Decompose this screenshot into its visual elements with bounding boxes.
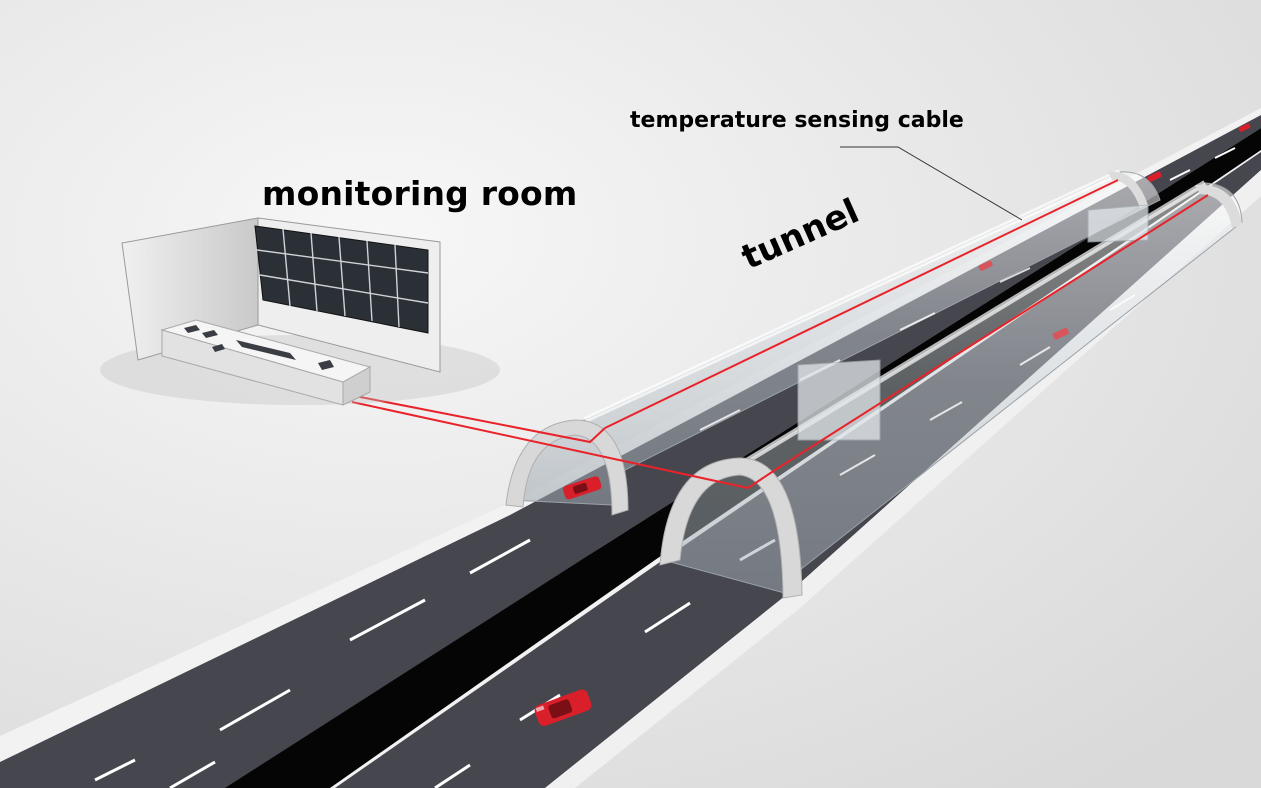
feeder-cable-b xyxy=(351,401,776,490)
monitoring-room-model xyxy=(100,217,500,406)
sensing-cable-tunnel-right xyxy=(774,194,1209,471)
car-tunnel-entrance xyxy=(563,476,602,500)
car-far-edge xyxy=(1238,123,1251,132)
sensing-cable-tunnel-left xyxy=(604,179,1119,429)
cable-leader-line xyxy=(840,146,1023,221)
video-wall-grid xyxy=(256,228,429,328)
feeder-cable-a xyxy=(349,394,606,444)
monitoring-room-label: monitoring room xyxy=(262,174,578,213)
lane-markings-left xyxy=(94,538,531,788)
sensing-cables xyxy=(349,179,1209,490)
tunnel-portal-right xyxy=(659,457,803,599)
car-inside-right xyxy=(1052,327,1069,340)
car-far xyxy=(1147,171,1162,182)
car-near xyxy=(534,689,592,726)
lane-markings-far xyxy=(1169,147,1236,181)
temperature-sensing-cable-label: temperature sensing cable xyxy=(630,108,964,133)
cross-passages xyxy=(797,204,1149,441)
car-inside-left xyxy=(978,260,993,271)
